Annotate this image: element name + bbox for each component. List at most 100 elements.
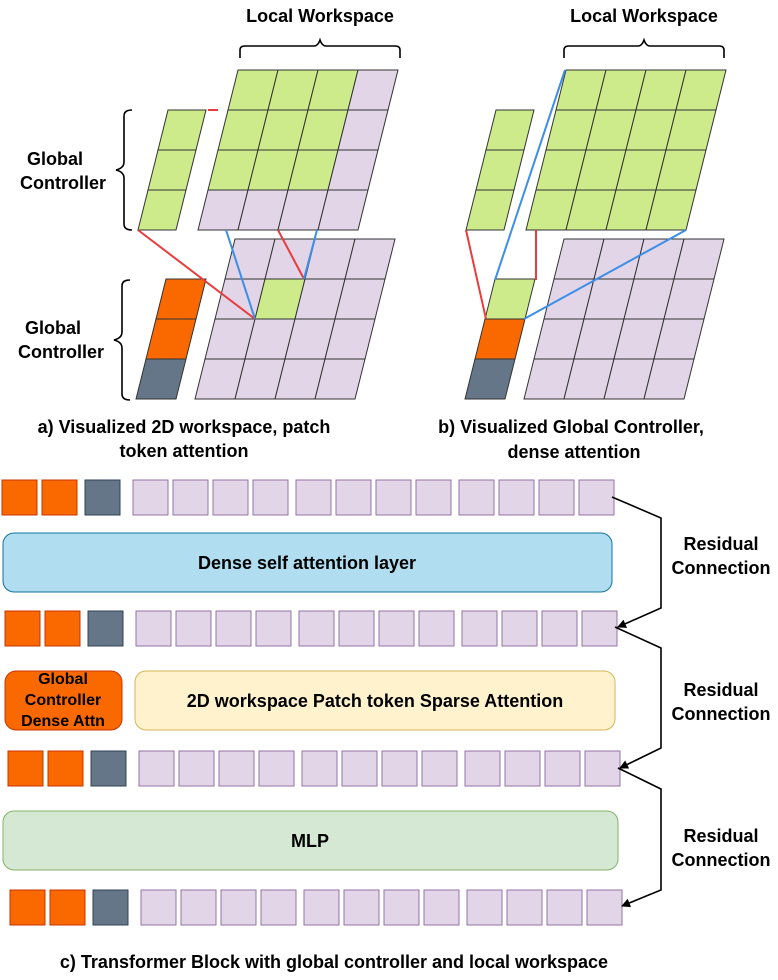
panel-b-attention-lines	[465, 69, 687, 320]
controller-token	[41, 479, 78, 516]
workspace-token	[415, 479, 452, 516]
token-row-2	[4, 610, 618, 647]
panel-b-lower-controller	[464, 278, 536, 400]
sparse-attention-label: 2D workspace Patch token Sparse Attentio…	[187, 691, 563, 711]
workspace-token	[421, 750, 458, 787]
workspace-token	[381, 750, 418, 787]
panel-b-workspace-label: Local Workspace	[570, 6, 718, 26]
workspace-token	[343, 889, 380, 926]
workspace-token	[132, 479, 169, 516]
panel-b-caption-2: dense attention	[507, 442, 640, 462]
dense-self-attention-layer	[2, 532, 613, 593]
controller-dense-attn-box	[4, 670, 123, 731]
controller-token	[90, 750, 127, 787]
panel-a-upper-brace	[115, 109, 133, 231]
workspace-token	[301, 750, 338, 787]
residual-arrow-3	[617, 767, 662, 908]
residual-label-3b: Connection	[672, 850, 771, 870]
controller-token	[4, 610, 41, 647]
controller-dense-attn-label-3: Dense Attn	[21, 713, 105, 730]
workspace-token	[418, 610, 455, 647]
workspace-token	[375, 479, 412, 516]
panel-b-lower-grid-cell	[673, 238, 725, 280]
controller-token	[9, 889, 46, 926]
mlp-layer	[2, 810, 619, 871]
panel-b-upper-controller-cell	[475, 149, 525, 191]
panel-c-caption: c) Transformer Block with global control…	[60, 952, 608, 972]
mlp-label: MLP	[291, 831, 329, 851]
workspace-token	[295, 479, 332, 516]
workspace-token	[338, 610, 375, 647]
workspace-token	[218, 750, 255, 787]
panel-a-upper-controller-cell	[147, 149, 197, 191]
panel-a-upper-grid-cell	[347, 69, 399, 111]
workspace-token	[175, 610, 212, 647]
workspace-token	[546, 889, 583, 926]
workspace-token	[504, 750, 541, 787]
controller-token	[92, 889, 129, 926]
workspace-token	[135, 610, 172, 647]
panel-a-red-line	[137, 229, 256, 320]
workspace-token	[138, 750, 175, 787]
panel-b-upper-controller-cell	[465, 189, 515, 231]
token-row-4	[9, 889, 623, 926]
workspace-token	[172, 479, 209, 516]
workspace-token	[260, 889, 297, 926]
workspace-token	[464, 750, 501, 787]
dense-self-attention-label: Dense self attention layer	[198, 553, 416, 573]
workspace-token	[341, 750, 378, 787]
workspace-token	[501, 610, 538, 647]
workspace-token	[586, 889, 623, 926]
controller-dense-attn-label-2: Controller	[25, 692, 101, 709]
workspace-token	[378, 610, 415, 647]
panel-b-blue-line	[494, 69, 566, 281]
residual-label-1b: Connection	[672, 558, 771, 578]
panel-a-caption-2: token attention	[120, 441, 249, 461]
panel-b-workspace-brace	[563, 37, 725, 58]
workspace-token	[461, 610, 498, 647]
panel-b-upper-grid	[525, 69, 727, 231]
panel-b-lower-controller-cell	[484, 278, 536, 320]
panel-b-upper-grid-cell	[675, 69, 727, 111]
workspace-token	[178, 750, 215, 787]
panel-a-caption-1: a) Visualized 2D workspace, patch	[38, 417, 331, 437]
controller-token	[84, 479, 121, 516]
workspace-token	[335, 479, 372, 516]
controller-token	[49, 889, 86, 926]
workspace-token	[215, 610, 252, 647]
panel-b-lower-controller-cell	[474, 318, 526, 360]
controller-token	[7, 750, 44, 787]
workspace-token	[220, 889, 257, 926]
panel-a-lower-controller-cell	[155, 278, 207, 320]
controller-token	[44, 610, 81, 647]
workspace-token	[298, 610, 335, 647]
residual-label-2a: Residual	[683, 680, 758, 700]
panel-a-upper-controller-cell	[157, 109, 207, 151]
panel-a-workspace-label: Local Workspace	[246, 6, 394, 26]
residual-label-1a: Residual	[683, 534, 758, 554]
residual-label-2b: Connection	[672, 704, 771, 724]
workspace-token	[458, 479, 495, 516]
panel-a-lower-brace	[113, 279, 131, 401]
panel-b-blue-line	[523, 229, 687, 320]
panel-a-lower-grid-cell	[344, 238, 396, 280]
panel-b-lower-controller-cell	[464, 358, 516, 400]
panel-b-red-line	[465, 229, 487, 320]
workspace-token	[581, 610, 618, 647]
workspace-token	[578, 479, 615, 516]
workspace-token	[423, 889, 460, 926]
panel-a-lower-label-1: Global	[25, 318, 81, 338]
panel-a-lower-controller-cell	[145, 318, 197, 360]
panel-a-upper-label-2: Controller	[20, 173, 106, 193]
panel-a: Local Workspace Global Controller Global…	[18, 6, 401, 461]
token-row-1	[1, 479, 615, 516]
workspace-token	[541, 610, 578, 647]
panel-b-upper-controller	[465, 109, 535, 231]
workspace-token	[466, 889, 503, 926]
panel-a-upper-label-1: Global	[27, 149, 83, 169]
workspace-token	[498, 479, 535, 516]
sparse-attention-layer	[134, 670, 616, 731]
panel-b-lower-grid	[523, 238, 725, 400]
workspace-token	[180, 889, 217, 926]
